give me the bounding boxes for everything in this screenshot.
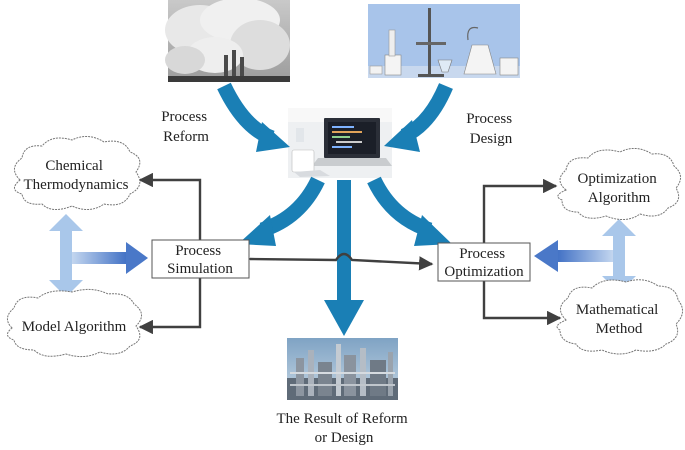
flow-arrow-reform [217, 82, 290, 152]
label-optimization-algorithm: Optimization Algorithm [578, 171, 661, 206]
label-mathematical-method: Mathematical Method [576, 302, 662, 337]
process-optimization-box [437, 242, 531, 282]
laptop-photo [288, 108, 392, 178]
flow-arrow-design [384, 82, 453, 152]
plant-photo [287, 338, 398, 400]
label-result: The Result of Reform or Design [277, 411, 412, 446]
connector-sim-opt [236, 251, 434, 271]
flow-arrow-to-optimization [367, 176, 452, 246]
lab-photo [368, 4, 520, 78]
cloud-mathematical-method [556, 279, 683, 355]
connector-opt-math [482, 280, 562, 326]
connector-sim-thermo [138, 172, 202, 240]
label-process-design: Process Design [466, 111, 516, 147]
label-model-algorithm: Model Algorithm [22, 319, 127, 335]
flow-arrow-to-result [324, 180, 364, 336]
connectors [138, 172, 562, 335]
process-simulation-box [151, 239, 250, 279]
cloud-chemical-thermodynamics [14, 136, 141, 210]
connector-sim-model [138, 278, 202, 335]
smokestack-photo [165, 0, 290, 82]
label-process-optimization: Process Optimization [444, 246, 524, 280]
label-chemical-thermodynamics: Chemical Thermodynamics [24, 158, 129, 193]
label-process-simulation: Process Simulation [167, 243, 233, 277]
label-process-reform: Process Reform [161, 109, 211, 145]
cross-arrow-left [49, 214, 148, 297]
connector-opt-algo [482, 178, 558, 243]
flow-arrow-to-simulation [238, 176, 325, 246]
cloud-model-algorithm [7, 288, 142, 358]
cloud-optimization-algorithm [557, 148, 681, 220]
